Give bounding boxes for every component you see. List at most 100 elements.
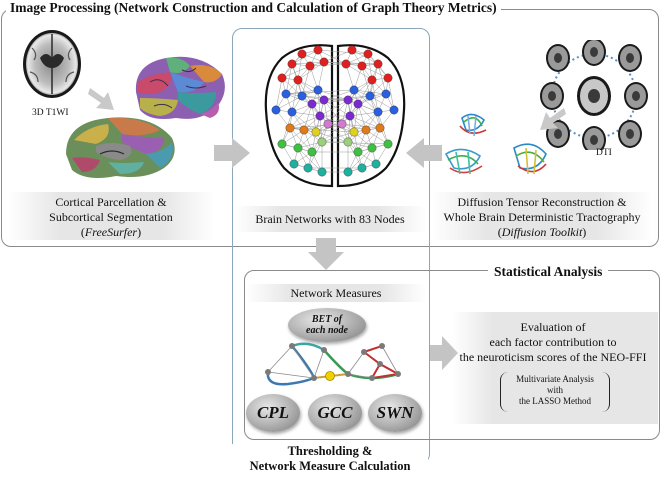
- dti-slice: [624, 82, 648, 110]
- network-edge: [315, 131, 349, 143]
- network-edge: [297, 61, 325, 81]
- evaluation-band: [452, 312, 658, 424]
- network-node: [289, 159, 299, 169]
- network-edge: [275, 77, 283, 111]
- bet-ellipse: BET of each node: [288, 308, 366, 342]
- network-node: [285, 123, 295, 133]
- network-node: [317, 137, 327, 147]
- network-node: [373, 59, 383, 69]
- network-edge: [345, 63, 355, 91]
- swn-label: SWN: [376, 403, 414, 422]
- network-edge: [357, 79, 373, 105]
- lasso-method-text: the LASSO Method: [519, 396, 591, 406]
- network-edge: [311, 99, 349, 105]
- network-edge: [317, 61, 325, 91]
- center-down-arrow: [308, 238, 344, 270]
- left-caption-band: [8, 192, 214, 240]
- brain-networks-caption: Brain Networks with 83 Nodes: [255, 212, 405, 226]
- graph-node: [379, 343, 385, 349]
- network-edge: [323, 49, 353, 63]
- freesurfer-tool-name: FreeSurfer: [84, 225, 138, 239]
- network-edge: [289, 127, 313, 153]
- t1-label: 3D T1WI: [32, 108, 69, 118]
- network-node: [365, 91, 375, 101]
- network-node: [353, 147, 363, 157]
- t1-to-parcellation-arrow: [88, 86, 118, 112]
- network-edge: [323, 61, 379, 65]
- network-edge: [303, 103, 313, 131]
- swn-ellipse: SWN: [368, 394, 422, 432]
- statistical-analysis-title: Statistical Analysis: [488, 264, 609, 280]
- graph-node: [377, 361, 383, 367]
- network-node: [375, 123, 385, 133]
- network-node: [319, 57, 329, 67]
- graph-node: [311, 375, 317, 381]
- left-caption: Cortical Parcellation & Subcortical Segm…: [8, 195, 214, 240]
- dti-slice: [546, 44, 570, 72]
- right-caption: Diffusion Tensor Reconstruction & Whole …: [428, 195, 656, 240]
- network-edge: [323, 99, 351, 117]
- measures-to-evaluation-arrow: [430, 336, 458, 370]
- network-node: [381, 89, 391, 99]
- lasso-box: Multivariate Analysis with the LASSO Met…: [500, 372, 610, 412]
- network-node: [293, 75, 303, 85]
- example-graph: [258, 338, 418, 399]
- network-node: [357, 163, 367, 173]
- network-edge: [357, 127, 381, 153]
- evaluation-line2: each factor contribution to: [489, 335, 617, 349]
- center-caption-band: [234, 206, 426, 232]
- network-edge: [361, 65, 371, 97]
- network-edge: [321, 141, 389, 145]
- network-node: [277, 73, 287, 83]
- network-node: [343, 167, 353, 177]
- network-node: [311, 127, 321, 137]
- network-edge: [297, 79, 313, 105]
- network-edge: [297, 79, 325, 101]
- graph-node: [321, 347, 327, 353]
- network-edge: [319, 99, 349, 117]
- network-edge: [311, 123, 329, 153]
- network-node: [383, 139, 393, 149]
- graph-node: [345, 371, 351, 377]
- dti-slice: [540, 82, 564, 110]
- freesurfer-tool-label: (FreeSurfer): [80, 225, 142, 239]
- cpl-label: CPL: [256, 403, 290, 422]
- network-measures-band: [246, 284, 426, 302]
- gcc-label: GCC: [317, 403, 353, 422]
- graph-hub-node: [325, 371, 335, 381]
- dti-slice: [582, 38, 606, 66]
- network-node: [345, 111, 355, 121]
- thresholding-line1: Thresholding &: [287, 444, 373, 458]
- network-node: [287, 59, 297, 69]
- diffusion-toolkit-name: Diffusion Toolkit: [501, 225, 583, 239]
- network-node: [357, 61, 367, 71]
- graph-node: [369, 375, 375, 381]
- network-node: [313, 85, 323, 95]
- network-node: [373, 107, 383, 117]
- network-edge: [345, 63, 373, 81]
- gcc-ellipse: GCC: [308, 394, 362, 432]
- image-processing-title: Image Processing (Network Construction a…: [6, 0, 501, 16]
- network-edge: [327, 99, 349, 125]
- network-node: [297, 49, 307, 59]
- network-node: [347, 45, 357, 55]
- network-edge: [301, 65, 311, 97]
- network-node: [281, 89, 291, 99]
- right-caption-band: [432, 192, 652, 240]
- network-edge: [349, 115, 381, 129]
- network-edge: [291, 79, 299, 113]
- network-node: [307, 99, 317, 109]
- evaluation-text: Evaluation of each factor contribution t…: [448, 320, 658, 365]
- network-node: [305, 61, 315, 71]
- right-hemisphere-outline: [336, 44, 406, 188]
- graph-node: [265, 369, 271, 375]
- network-edge: [281, 65, 311, 79]
- graph-node: [361, 349, 367, 355]
- dti-slice: [618, 120, 642, 148]
- network-node: [353, 99, 363, 109]
- network-node: [307, 147, 317, 157]
- t1-mri-image: [20, 28, 84, 105]
- left-hemisphere-outline: [264, 44, 334, 188]
- subcortical-segmentation-text: Subcortical Segmentation: [49, 210, 173, 224]
